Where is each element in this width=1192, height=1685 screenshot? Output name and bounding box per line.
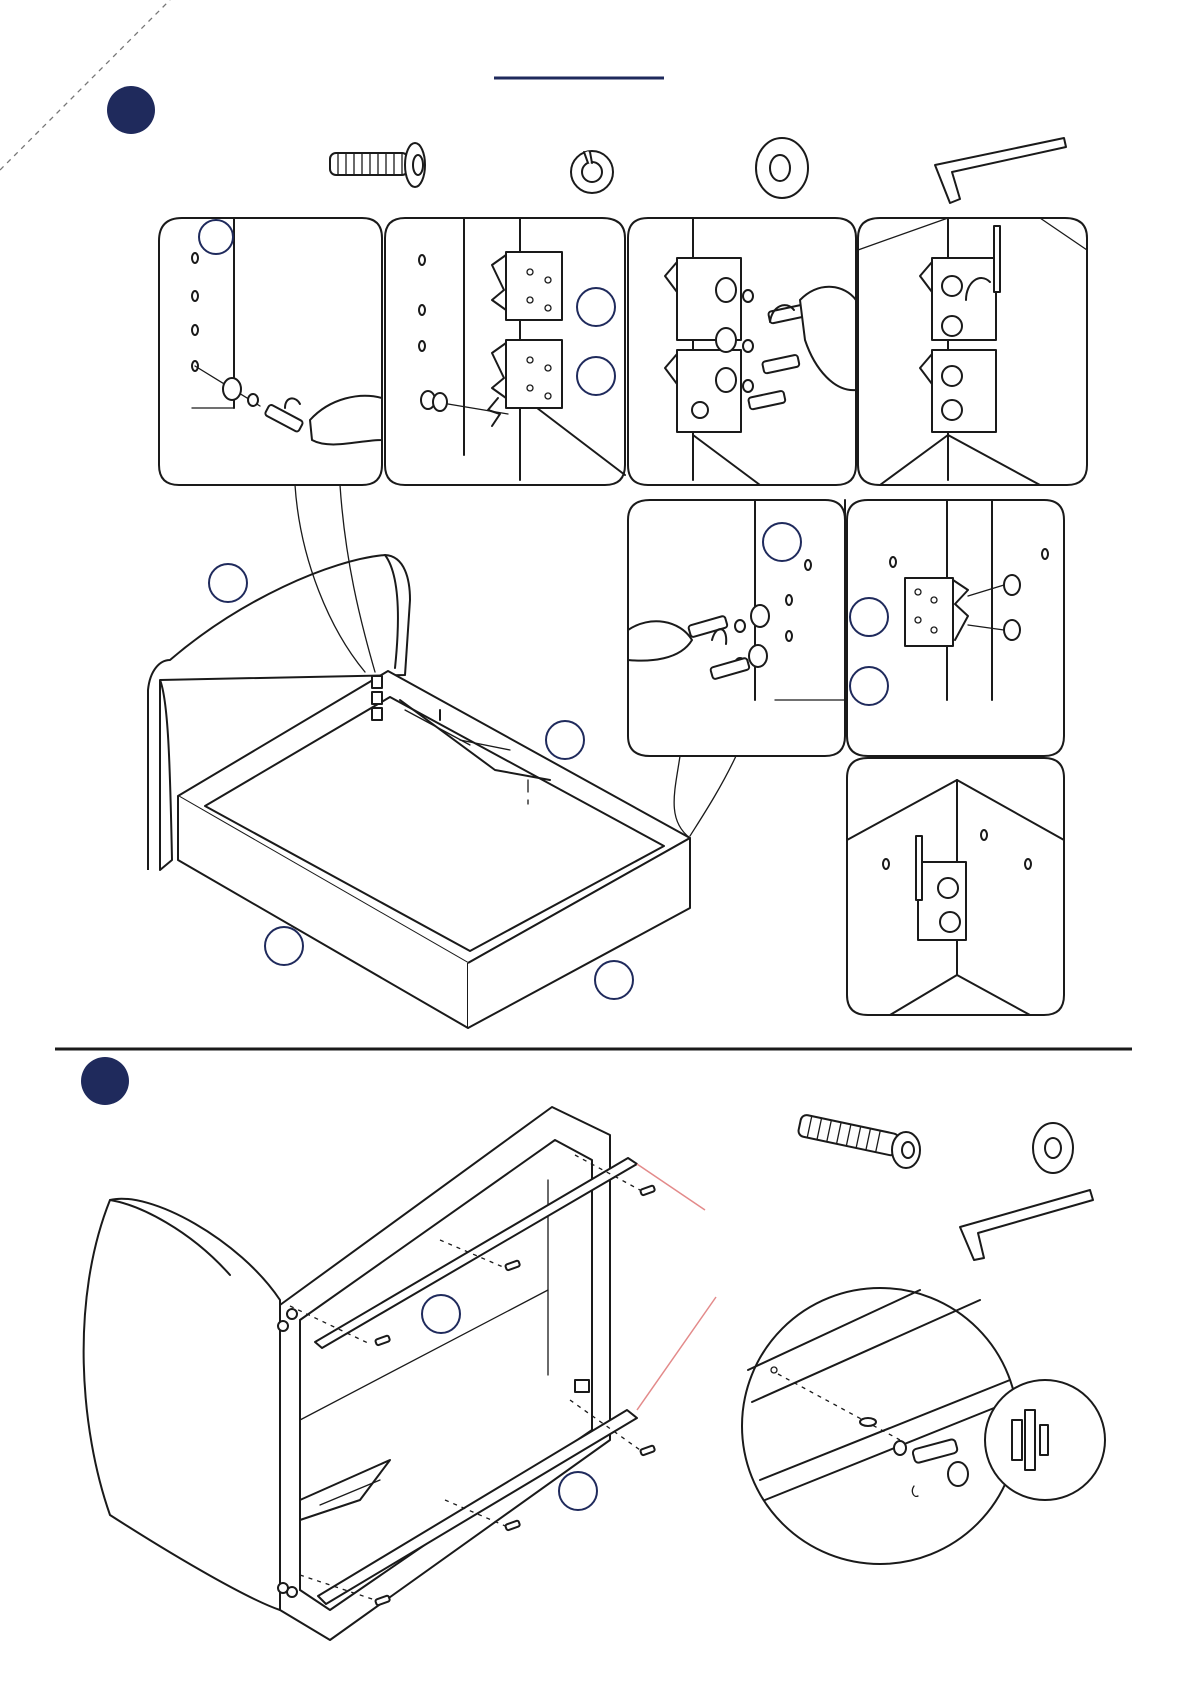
detail-panel-4 — [858, 218, 1087, 485]
callout-marker — [559, 1472, 597, 1510]
step-1-badge — [107, 86, 155, 134]
detail-panel-3 — [628, 218, 856, 485]
allen-key-icon — [960, 1190, 1093, 1260]
detail-panel-7 — [847, 758, 1064, 1015]
step-2-badge — [81, 1057, 129, 1105]
detail-panel-6 — [847, 500, 1064, 756]
callout-marker — [577, 288, 615, 326]
spring-washer-icon — [571, 151, 613, 193]
callout-marker — [199, 220, 233, 254]
callout-marker — [763, 523, 801, 561]
fold-guide-line — [0, 0, 170, 170]
callout-marker — [265, 927, 303, 965]
detail-panel-2 — [385, 218, 625, 485]
rail-detail-magnifier — [742, 1288, 1105, 1564]
callout-marker — [209, 564, 247, 602]
detail-panel-1 — [159, 218, 382, 485]
bed-frame-rails — [84, 1107, 716, 1640]
flat-washer-icon — [1033, 1123, 1073, 1173]
bolt-icon — [797, 1114, 920, 1168]
callout-marker — [422, 1295, 460, 1333]
callout-marker — [595, 961, 633, 999]
detail-panel-5 — [628, 500, 845, 756]
flat-washer-icon — [756, 138, 808, 198]
callout-marker — [850, 598, 888, 636]
allen-key-icon — [935, 138, 1066, 203]
callout-marker — [546, 721, 584, 759]
callout-marker — [850, 667, 888, 705]
bolt-icon — [330, 143, 425, 187]
callout-marker — [577, 357, 615, 395]
